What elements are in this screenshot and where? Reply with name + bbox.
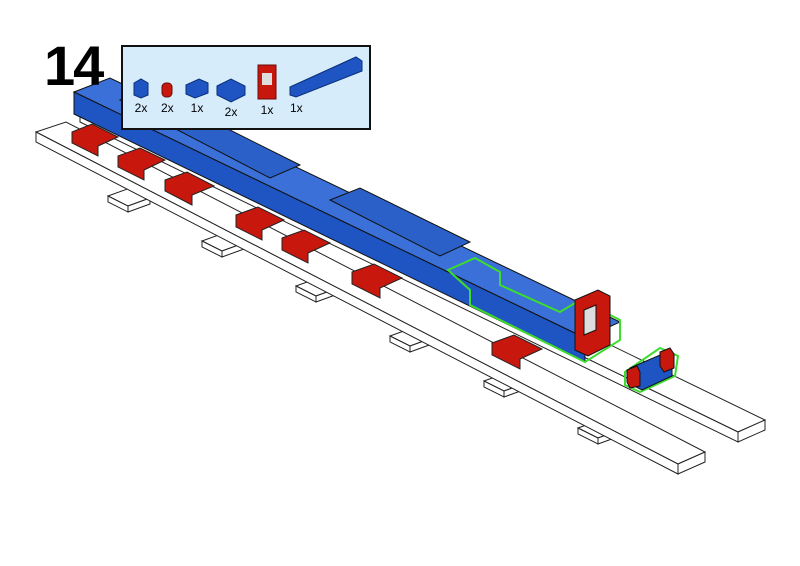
part-quantity: 2x [134, 101, 148, 115]
small-blue-assembly [626, 347, 675, 391]
blue-brick-1x2-icon [185, 78, 209, 99]
part-red-round-brick: 2x [161, 77, 174, 115]
part-quantity: 1x [260, 103, 274, 117]
part-quantity: 1x [290, 101, 303, 115]
part-blue-brick-1x1: 2x [133, 77, 149, 115]
red-window-icon [257, 64, 277, 100]
step-number: 14 [44, 34, 104, 97]
red-round-brick-icon [161, 82, 173, 98]
red-bricks [71, 123, 544, 370]
part-red-window: 1x [256, 63, 278, 117]
part-blue-brick-2x2: 2x [216, 77, 246, 119]
parts-callout: 2x 2x 1x 2x 1x 1x [121, 45, 371, 130]
part-quantity: 2x [161, 101, 174, 115]
red-window-on-model [574, 289, 611, 357]
blue-brick-1x8-icon [289, 56, 363, 98]
part-quantity: 1x [190, 101, 204, 115]
part-blue-brick-1x8: 1x [288, 53, 364, 115]
blue-brick-2x2-icon [216, 78, 246, 103]
blue-brick-1x1-icon [133, 78, 149, 99]
part-blue-brick-1x2: 1x [185, 77, 209, 115]
part-quantity: 2x [224, 105, 238, 119]
